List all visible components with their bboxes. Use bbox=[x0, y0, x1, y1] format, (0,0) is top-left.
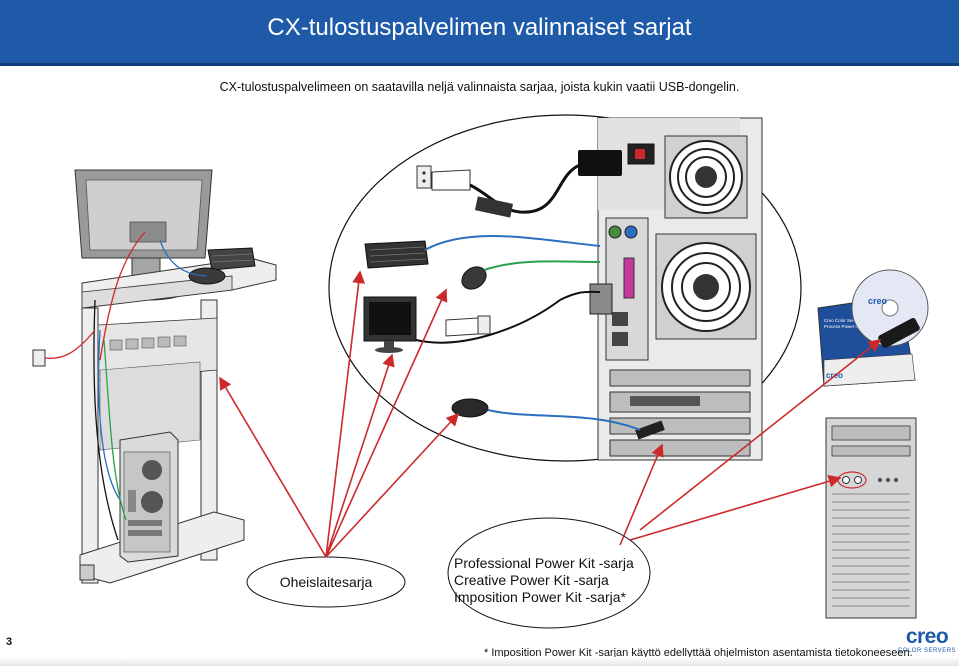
label-kit-creative: Creative Power Kit -sarja bbox=[454, 572, 609, 588]
usb-dongle-server-icon bbox=[635, 420, 665, 440]
server-tower-front-icon bbox=[825, 417, 917, 619]
cart-tower-icon bbox=[119, 431, 179, 563]
callout-kits: Professional Power Kit -sarja Creative P… bbox=[447, 517, 651, 629]
creo-logo: creo COLOR SERVERS bbox=[897, 625, 957, 655]
server-fan-middle-icon bbox=[655, 233, 757, 340]
zoom-circle bbox=[328, 114, 802, 462]
cart-post-left bbox=[81, 307, 99, 584]
wall-outlet-bottom-icon bbox=[445, 315, 491, 337]
bottom-rule bbox=[0, 657, 959, 666]
cart-keyboard-icon bbox=[207, 247, 256, 271]
label-kit-imposition: Imposition Power Kit -sarja* bbox=[454, 589, 627, 605]
box-line2: Process Power Kit bbox=[824, 324, 862, 329]
footnote: * Imposition Power Kit -sarjan käyttö ed… bbox=[484, 647, 913, 659]
server-fan-top-icon bbox=[664, 135, 748, 219]
page-number: 3 bbox=[6, 636, 13, 648]
logo-word: creo bbox=[905, 625, 949, 648]
pointer-arrows bbox=[219, 270, 882, 558]
wall-outlet-left-icon bbox=[32, 329, 96, 367]
usb-dongle-icon bbox=[451, 398, 641, 431]
intro-text: CX-tulostuspalvelimeen on saatavilla nel… bbox=[219, 80, 740, 94]
page-title: CX-tulostuspalvelimen valinnaiset sarjat bbox=[267, 14, 692, 41]
wall-outlet-top-icon bbox=[416, 165, 471, 191]
svg-text:creo: creo bbox=[868, 296, 888, 306]
label-kit-professional: Professional Power Kit -sarja bbox=[454, 555, 634, 571]
usb-dongle-box-icon bbox=[878, 318, 920, 348]
label-accessories: Oheislaitesarja bbox=[280, 574, 373, 590]
header-bar: CX-tulostuspalvelimen valinnaiset sarjat bbox=[0, 0, 959, 66]
box-line1: Creo Color Server bbox=[824, 318, 861, 323]
monitor-icon bbox=[363, 296, 417, 353]
server-back-panel bbox=[589, 117, 763, 461]
keyboard-icon bbox=[364, 240, 429, 269]
workstation-cart bbox=[32, 169, 277, 584]
logo-sub: COLOR SERVERS bbox=[897, 648, 957, 654]
callout-accessories: Oheislaitesarja bbox=[246, 556, 406, 608]
